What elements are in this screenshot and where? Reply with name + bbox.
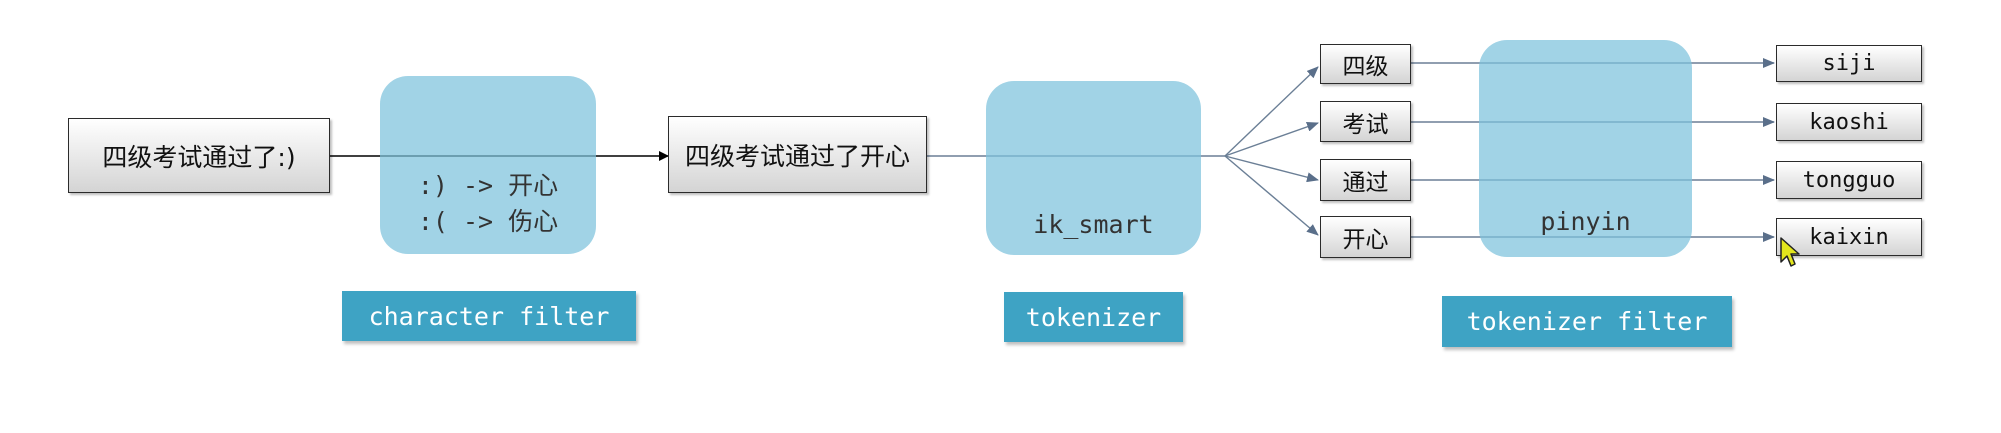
- input-text-box: 四级考试通过了:): [68, 118, 330, 193]
- pinyin-box: siji: [1776, 45, 1922, 82]
- token-box: 开心: [1320, 216, 1411, 258]
- pinyin-box: kaoshi: [1776, 103, 1922, 141]
- filtered-text-box: 四级考试通过了开心: [668, 116, 927, 193]
- arrow-fan-to-token-1: [1224, 66, 1319, 157]
- character-filter-stage: :) -> 开心 :( -> 伤心: [380, 76, 596, 254]
- char-filter-rule: :( -> 伤心: [417, 207, 559, 236]
- token-box: 考试: [1320, 101, 1411, 142]
- arrow-fan-to-token-3: [1224, 155, 1319, 183]
- arrow-fan-to-token-2: [1224, 121, 1319, 157]
- tokenizer-name: ik_smart: [1033, 210, 1154, 239]
- pinyin-box: kaixin: [1776, 218, 1922, 256]
- pinyin-box: tongguo: [1776, 161, 1922, 199]
- char-filter-rule: :) -> 开心: [417, 171, 559, 200]
- token-box: 通过: [1320, 159, 1411, 201]
- tokenizer-label: tokenizer: [1004, 292, 1183, 342]
- token-box: 四级: [1320, 44, 1411, 84]
- character-filter-label: character filter: [342, 291, 636, 341]
- tokenizer-stage: ik_smart: [986, 81, 1201, 255]
- mouse-cursor-icon: [1780, 237, 1800, 267]
- token-filter-stage: pinyin: [1479, 40, 1692, 257]
- arrow-fan-to-token-4: [1224, 155, 1319, 236]
- tokenizer-filter-label: tokenizer filter: [1442, 296, 1732, 347]
- token-filter-name: pinyin: [1540, 207, 1631, 236]
